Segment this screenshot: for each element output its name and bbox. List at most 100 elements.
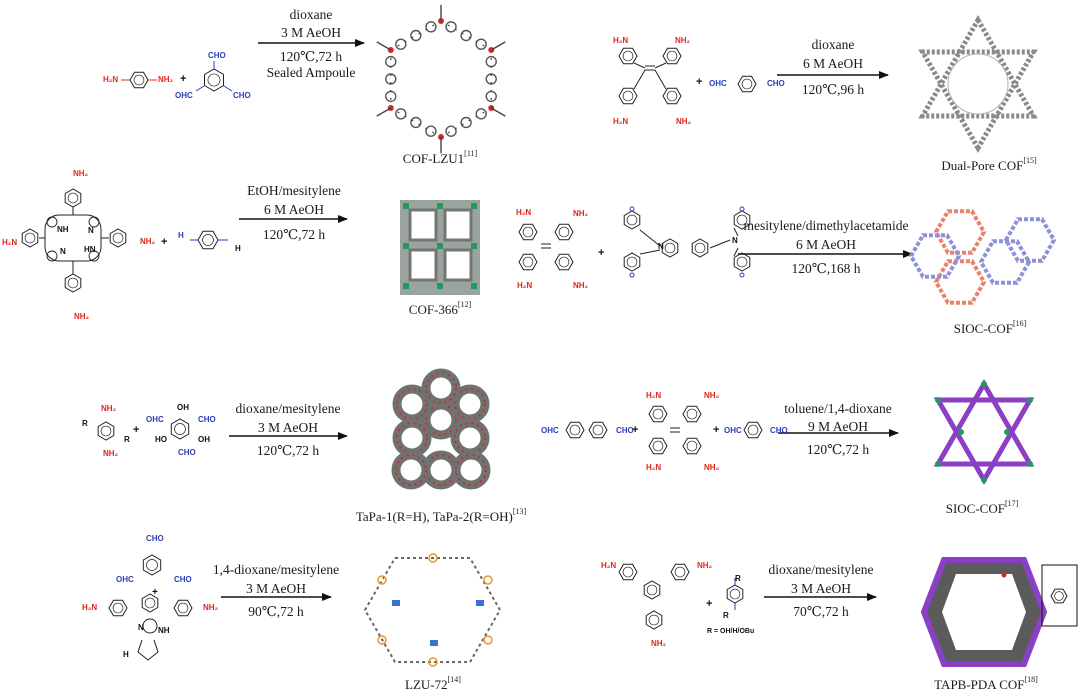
r1-diamine-structure <box>121 71 157 89</box>
r4-amine-label-br: NH₂ <box>573 281 589 290</box>
cof-lzu1-framework <box>376 4 506 154</box>
r2-acid: 6 M AeOH <box>803 56 863 71</box>
r7-imidazole-n: N <box>138 623 144 632</box>
r7-aldehyde-label-right: CHO <box>174 575 192 584</box>
r4-tetraamine-structure <box>518 223 574 271</box>
r2-amine-label-tr: NH₂ <box>675 36 691 45</box>
r5-aldehyde-label-bottom: CHO <box>178 448 196 457</box>
r8-acid: 3 M AeOH <box>791 581 851 596</box>
r2-temp-time: 120℃,96 h <box>801 82 865 97</box>
r4-acid: 6 M AeOH <box>796 237 856 252</box>
r2-tetraamine-structure <box>618 47 682 105</box>
r1-aldehyde-label-top: CHO <box>208 51 226 60</box>
r1-temp-time: 120℃,72 h <box>279 49 343 64</box>
r5-amine-label-bottom: NH₂ <box>103 449 119 458</box>
r8-temp-time: 70℃,72 h <box>793 604 849 619</box>
r5-hydroxyl-right: OH <box>198 435 210 444</box>
r7-amine-label-right: NH₂ <box>203 603 219 612</box>
r5-acid: 3 M AeOH <box>258 420 318 435</box>
r3-aldehyde-h-left: H <box>178 231 184 240</box>
r8-plus: + <box>706 598 713 610</box>
r4-solvent: mesitylene/dimethylacetamide <box>743 218 909 233</box>
r2-product-name: Dual-Pore COF[15] <box>941 156 1037 173</box>
r5-phloroglucinol-aldehyde-structure <box>170 418 190 440</box>
r2-plus: + <box>696 76 703 88</box>
r2-amine-label-tl: H₂N <box>613 36 629 45</box>
r4-amine-label-tl: H₂N <box>516 208 532 217</box>
r1-amine-label-right: NH₂ <box>158 75 174 84</box>
r3-amine-label-top: NH₂ <box>73 169 89 178</box>
r4-tetraaldehyde-structure <box>623 206 751 278</box>
r6-amine-label-tr: NH₂ <box>704 391 720 400</box>
r3-pyrrole-n-1: N <box>60 247 66 256</box>
r6-dialdehyde-label-left: OHC <box>541 426 559 435</box>
r6-aldehyde-label-left: OHC <box>724 426 742 435</box>
r8-product-name: TAPB-PDA COF[18] <box>934 675 1038 692</box>
r6-acid: 9 M AeOH <box>808 419 868 434</box>
cof-366-framework <box>400 200 480 295</box>
r7-aldehyde-label-left: OHC <box>116 575 134 584</box>
r3-pyrrole-nh-2: HN <box>84 245 96 254</box>
r5-amine-label-top: NH₂ <box>101 404 117 413</box>
r5-diamine-structure <box>97 421 115 441</box>
r4-amine-label-bl: H₂N <box>517 281 533 290</box>
r5-product-name: TaPa-1(R=H), TaPa-2(R=OH)[13] <box>355 507 527 524</box>
r6-dialdehyde-label-right: CHO <box>616 426 634 435</box>
r6-biphenyl-dialdehyde-structure <box>565 421 608 439</box>
r3-terephthalaldehyde-structure <box>190 230 228 250</box>
dual-pore-cof-framework <box>918 14 1038 154</box>
r7-aldehyde-label-top: CHO <box>146 534 164 543</box>
r8-substituent-note: R = OH/H/OBu <box>707 628 755 635</box>
r6-amine-label-tl: H₂N <box>646 391 662 400</box>
r5-solvent: dioxane/mesitylene <box>235 401 341 416</box>
r8-dialdehyde-structure <box>726 578 744 610</box>
r5-aldehyde-label-right: CHO <box>198 415 216 424</box>
r5-hydroxyl-top: OH <box>177 403 189 412</box>
r2-solvent: dioxane <box>811 37 855 52</box>
r8-triamine-structure <box>618 563 690 630</box>
tapb-pda-cof-framework <box>920 557 1078 667</box>
r8-amine-label-left: H₂N <box>601 561 617 570</box>
r4-triarylamine-n-left: N <box>658 242 664 251</box>
r5-aldehyde-label-left: OHC <box>146 415 164 424</box>
r6-tetraamine-structure <box>648 405 702 455</box>
monomer-structures <box>21 47 763 661</box>
r3-amine-label-left: H₂N <box>2 238 18 247</box>
r5-temp-time: 120℃,72 h <box>256 443 320 458</box>
r4-temp-time: 120℃,168 h <box>791 261 861 276</box>
r3-pyrrole-n-2: N <box>88 226 94 235</box>
reaction-arrows <box>221 39 913 601</box>
r7-diamine-structure <box>108 593 193 661</box>
r2-amine-label-bl: H₂N <box>613 117 629 126</box>
r3-aldehyde-h-right: H <box>235 244 241 253</box>
r2-amine-label-br: NH₂ <box>676 117 692 126</box>
r1-solvent: dioxane <box>289 7 333 22</box>
r4-product-name: SIOC-COF[16] <box>953 319 1027 336</box>
r6-amine-label-br: NH₂ <box>704 463 720 472</box>
r7-acid: 3 M AeOH <box>246 581 306 596</box>
r6-terephthalaldehyde-structure <box>743 421 763 439</box>
r8-amine-label-right: NH₂ <box>697 561 713 570</box>
r1-trialdehyde-structure <box>195 61 233 92</box>
r2-dialdehyde-structure <box>737 75 757 93</box>
r7-plus: + <box>152 587 158 598</box>
r1-acid: 3 M AeOH <box>281 25 341 40</box>
r7-product-name: LZU-72[14] <box>405 675 461 692</box>
r6-temp-time: 120℃,72 h <box>806 442 870 457</box>
r3-temp-time: 120℃,72 h <box>262 227 326 242</box>
r1-aldehyde-label-right: CHO <box>233 91 251 100</box>
r7-solvent: 1,4-dioxane/mesitylene <box>212 562 340 577</box>
r8-solvent: dioxane/mesitylene <box>768 562 874 577</box>
r4-plus: + <box>598 247 605 259</box>
product-frameworks <box>363 4 1078 667</box>
r8-substituent-r-bottom: R <box>723 611 729 620</box>
r3-amine-label-right: NH₂ <box>140 237 156 246</box>
r3-porphyrin-structure <box>21 188 127 293</box>
r8-substituent-r-top: R <box>735 574 741 583</box>
r3-acid: 6 M AeOH <box>264 202 324 217</box>
r3-amine-label-bottom: NH₂ <box>74 312 90 321</box>
sioc-cof-16-framework <box>908 209 1057 305</box>
r5-r-right: R <box>124 435 130 444</box>
r6-solvent: toluene/1,4-dioxane <box>784 401 892 416</box>
